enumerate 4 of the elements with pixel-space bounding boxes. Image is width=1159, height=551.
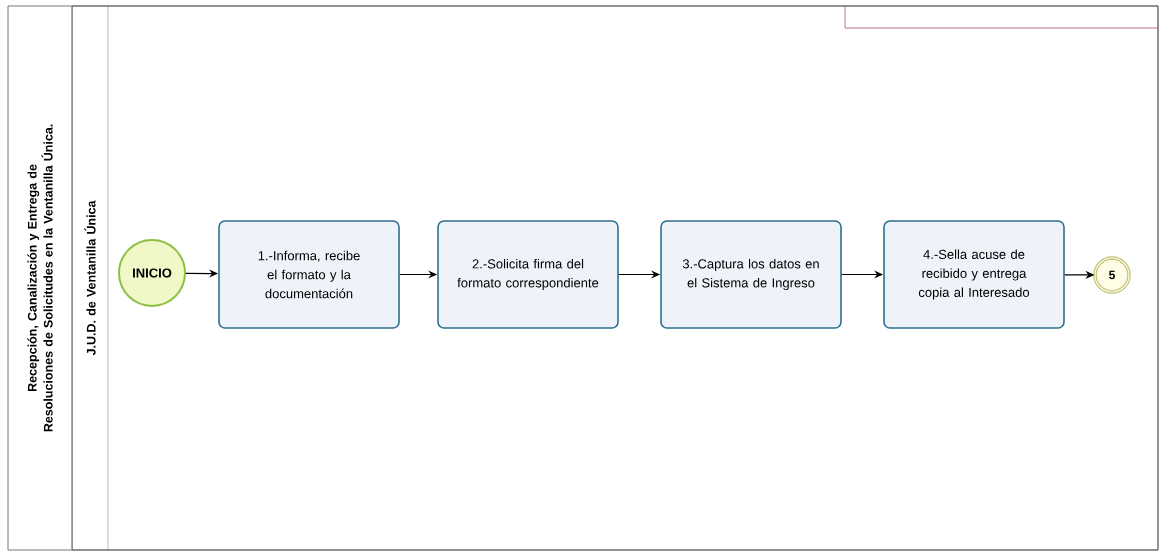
task-box: 2.-Solicita firma del formato correspondiente bbox=[437, 220, 619, 329]
task-box: 3.-Captura los datos en el Sistema de Ingreso bbox=[660, 220, 842, 329]
task-box: 4.-Sella acuse de recibido y entrega copia al Interesado bbox=[883, 220, 1065, 329]
task-box: 1.-Informa, recibe el formato y la documentación bbox=[218, 220, 400, 329]
